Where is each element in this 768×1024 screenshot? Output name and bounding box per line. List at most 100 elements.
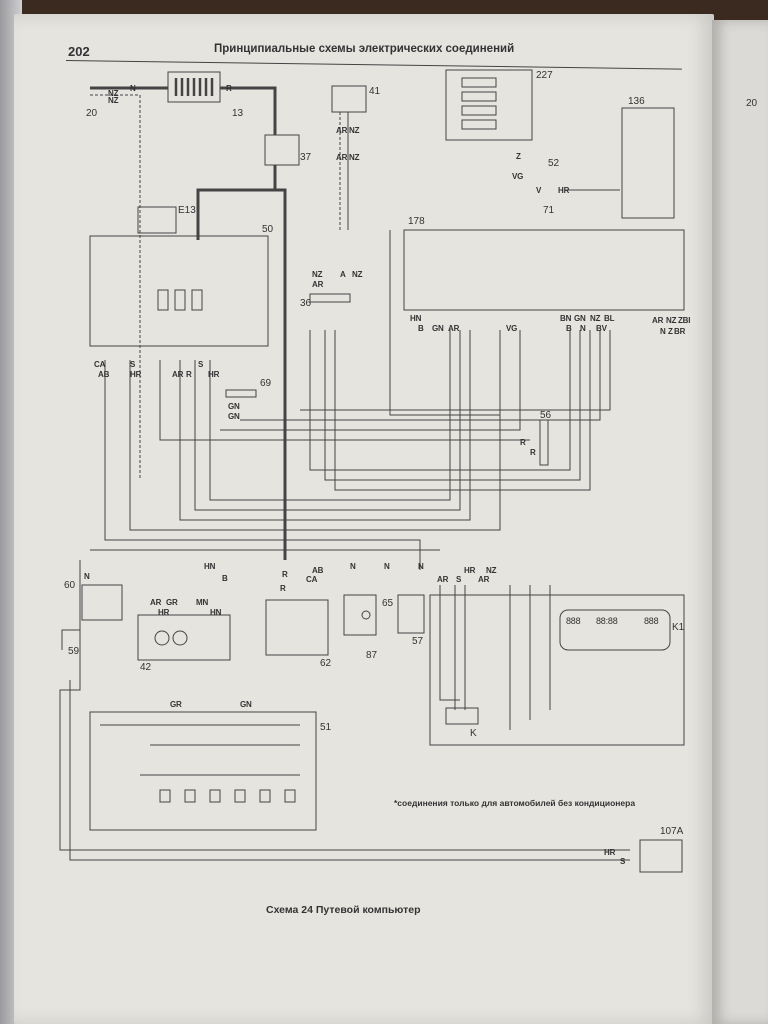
component-label: 62 [320,658,332,669]
wire-label: B [566,324,572,333]
wire-label: NZ [108,89,119,98]
book-page [14,14,714,1024]
component-62 [265,599,329,656]
wire-label: BL [604,314,615,323]
wire-label: GN [228,412,240,421]
wire-label: AB [312,566,324,575]
next-page-edge [712,20,768,1024]
wire-label: S [620,857,626,866]
wire-label: AR [312,280,324,289]
wire-label: HR [208,370,220,379]
wire-label: NZ [108,96,119,105]
wire-label: CA [306,575,318,584]
wire-label: GN [228,402,240,411]
component-136 [621,107,675,219]
display-panel [559,609,671,651]
footnote: *соединения только для автомобилей без к… [394,798,636,808]
control-unit-50 [89,235,269,347]
relay-37 [264,134,300,166]
wire-label: NZ [486,566,497,575]
wire-label: GN [574,314,586,323]
component-label: 56 [540,410,552,421]
wire-label: VG [512,172,524,181]
wire-label: AR [652,316,664,325]
component-label: 59 [68,646,80,657]
component-label: 136 [628,96,645,107]
wire-label: NZ [312,270,323,279]
wire-label: AR [437,575,449,584]
component-label: 37 [300,152,312,163]
wire-label: NZ [349,153,360,162]
wire-label: HR [558,186,570,195]
component-label: K [470,728,477,739]
wire-label: MN [196,598,209,607]
wire-label: N [130,84,136,93]
component-227 [445,69,533,141]
wire-label: AR [478,575,490,584]
component-E13 [137,206,177,234]
component-label: 20 [86,108,98,119]
harness-wires [59,230,630,861]
wire-label: AR [150,598,162,607]
component-label: 69 [260,378,272,389]
wire-label: AR [172,370,184,379]
trip-computer-K1 [429,594,685,746]
component-label: 60 [64,580,76,591]
sensor-107A [639,839,683,873]
wire-label: GR [166,598,178,607]
switch-unit-51 [89,711,317,831]
wire-label: HN [210,608,222,617]
component-41 [331,85,367,113]
component-label: 107A [660,826,684,837]
page-number: 202 [68,44,90,59]
component-label: 57 [412,636,424,647]
wire-label: N [660,327,666,336]
wire-label: GN [240,700,252,709]
wire-label: HN [204,562,216,571]
wire-label: Z [516,152,521,161]
wire-label: CA [94,360,106,369]
component-label: 178 [408,216,425,227]
component-label: 87 [366,650,378,661]
connector-56 [539,419,549,466]
wire-label: HR [158,608,170,617]
wire-label: VG [506,324,518,333]
wire-label: HR [130,370,142,379]
wire-label: A [340,270,346,279]
wire-label: NZ [349,126,360,135]
wire-label: HN [410,314,422,323]
wire-label: S [456,575,462,584]
component-57 [397,594,425,634]
wire-label: BN [560,314,572,323]
component-label: 42 [140,662,152,673]
wire-label: AR [336,126,348,135]
component-label: 13 [232,108,244,119]
wire-label: R [186,370,192,379]
wire-label: B [418,324,424,333]
wire-label: S [130,360,136,369]
wire-label: R [520,438,526,447]
component-label: 51 [320,722,332,733]
wire-label: N [350,562,356,571]
wire-label: BV [596,324,607,333]
wire-label: AR [336,153,348,162]
wire-label: GR [170,700,182,709]
display-segment: 888 [566,616,581,626]
display-segment: 88:88 [596,616,618,626]
component-label: K1 [672,622,685,633]
wire-label: N [84,572,90,581]
display-segment: 888 [644,616,659,626]
wire-label: S [198,360,204,369]
component-label: 52 [548,158,560,169]
battery-cells [174,78,214,96]
wire-label: NZ [352,270,363,279]
component-label: E13 [178,205,196,216]
wire-label: NZ [590,314,601,323]
wire-label: R [530,448,536,457]
wire-label: AR [448,324,460,333]
wire-label: Z [668,327,673,336]
component-label: 36 [300,298,312,309]
component-87 [343,594,377,636]
component-label: 41 [369,86,381,97]
